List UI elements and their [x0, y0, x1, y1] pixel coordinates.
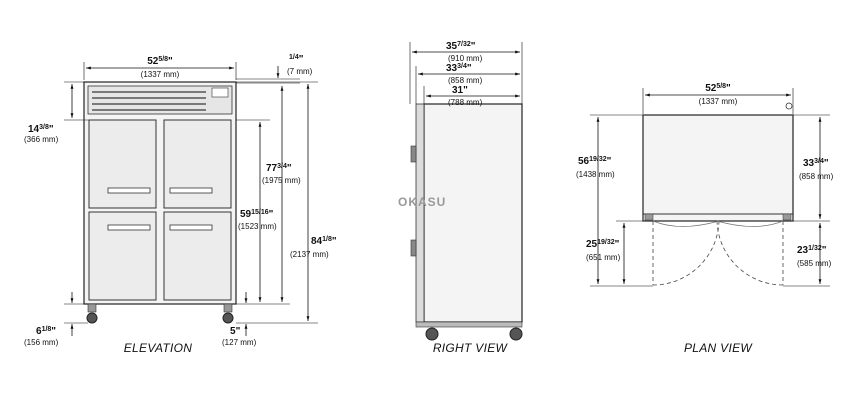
dim-door-depth-mm: (585 mm) [797, 259, 832, 268]
right-view: 357/32" (910 mm) 333/4" (858 mm) 31" (78… [398, 41, 523, 355]
drain-icon [785, 102, 793, 110]
dim-body-height-mm: (1975 mm) [262, 176, 301, 185]
dim-overall-mm: (910 mm) [448, 54, 483, 63]
dim-plan-cabinet-label: 333/4" [803, 158, 829, 169]
right-cabinet [423, 103, 523, 323]
caster-icon [86, 312, 98, 324]
dim-total-depth-label: 5619/32" [578, 156, 612, 167]
dim-door-swing-label: 2519/32" [586, 239, 620, 250]
plan-cabinet [642, 114, 794, 222]
dim-width-label: 525/8" [147, 56, 173, 67]
dim-door-height-mm: (1523 mm) [238, 222, 277, 231]
dim-total-height-label: 841/8" [311, 236, 337, 247]
dim-door-swing-mm: (651 mm) [586, 253, 621, 262]
watermark-logo: OKASU [398, 195, 446, 209]
dim-interior-label: 31" [452, 85, 468, 96]
handle-icon [410, 145, 417, 163]
handle-icon [107, 187, 151, 194]
dim-top-mm: (7 mm) [287, 67, 313, 76]
plan-view-caption: PLAN VIEW [684, 341, 753, 355]
dim-cabinet-label: 333/4" [446, 63, 472, 74]
elevation-caption: ELEVATION [124, 341, 193, 355]
plan-view: 525/8" (1337 mm) 5619/32" (1438 mm) 2519… [576, 83, 834, 355]
right-view-caption: RIGHT VIEW [433, 341, 509, 355]
dim-cabinet-mm: (858 mm) [448, 76, 483, 85]
dim-plan-cabinet-mm: (858 mm) [799, 172, 834, 181]
handle-icon [169, 187, 213, 194]
door-top-left [88, 119, 157, 209]
dim-plan-width-mm: (1337 mm) [699, 97, 738, 106]
dim-door-depth-label: 231/32" [797, 245, 827, 256]
dim-leg-label: 61/8" [36, 326, 56, 337]
caster-icon [425, 327, 439, 341]
handle-icon [107, 224, 151, 231]
dim-louver-label: 143/8" [28, 124, 54, 135]
control-icon [211, 87, 229, 98]
dim-interior-mm: (788 mm) [448, 98, 483, 107]
dim-overall-label: 357/32" [446, 41, 476, 52]
dim-leg-mm: (156 mm) [24, 338, 59, 347]
handle-icon [169, 224, 213, 231]
dim-louver-mm: (366 mm) [24, 135, 59, 144]
dim-top-label: 1/4" [289, 54, 304, 65]
dim-total-depth-mm: (1438 mm) [576, 170, 615, 179]
dim-width-mm: (1337 mm) [141, 70, 180, 79]
dim-body-height-label: 773/4" [266, 163, 292, 174]
dim-total-height-mm: (2137 mm) [290, 250, 329, 259]
dim-base-label: 5" [230, 326, 241, 337]
caster-icon [509, 327, 523, 341]
dim-door-height-label: 5915/16" [240, 209, 274, 220]
dim-plan-width-label: 525/8" [705, 83, 731, 94]
right-door-edge [415, 103, 425, 323]
caster-icon [222, 312, 234, 324]
elevation-view: 525/8" (1337 mm) 1/4" (7 mm) 841/8" (213… [24, 54, 337, 355]
door-top-right [163, 119, 232, 209]
handle-icon [410, 239, 417, 257]
dim-base-mm: (127 mm) [222, 338, 257, 347]
